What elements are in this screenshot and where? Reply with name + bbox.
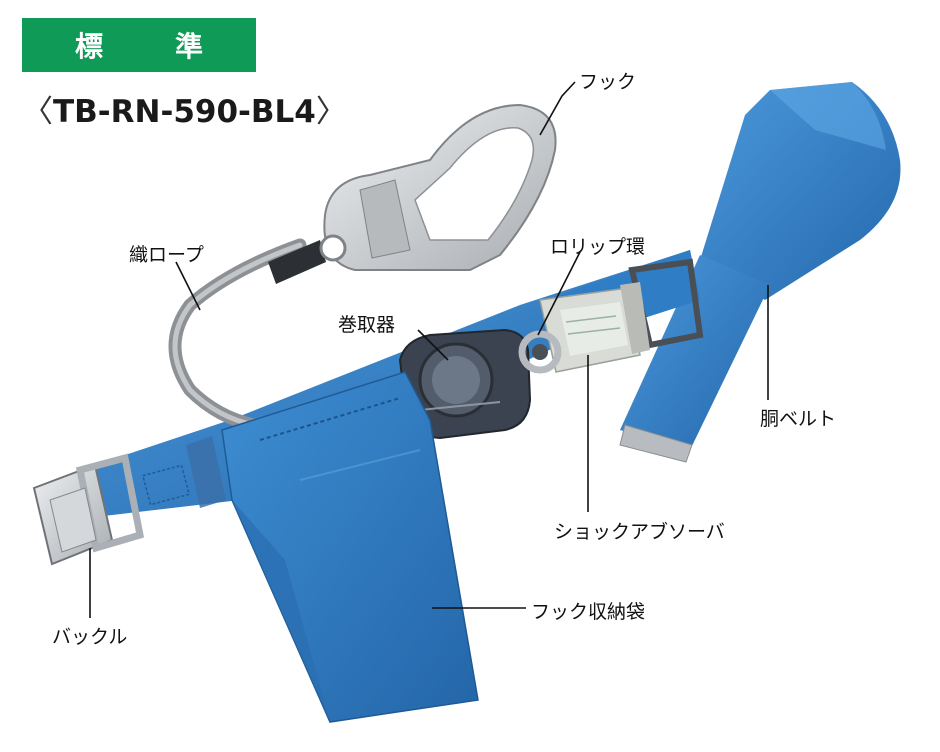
label-hook-pouch: フック収納袋 — [531, 601, 646, 623]
model-bracket-open: 〈 — [22, 94, 53, 130]
leader-reel — [417, 329, 449, 361]
label-buckle: バックル — [52, 626, 128, 648]
buckle — [32, 453, 145, 566]
model-code: TB-RN-590-BL4 — [53, 94, 316, 130]
standard-badge: 標 準 — [22, 18, 256, 72]
hook-carabiner — [319, 103, 557, 271]
label-woven-rope: 織ロープ — [129, 244, 204, 266]
leader-rip-ring — [537, 251, 581, 336]
label-shock-absorber: ショックアブソーバ — [554, 521, 725, 543]
leader-rope — [175, 261, 201, 311]
label-rip-ring: ロリップ環 — [550, 236, 646, 258]
leader-lines — [89, 81, 769, 618]
woven-rope — [168, 238, 447, 435]
leader-hook — [539, 81, 576, 136]
model-bracket-close: 〉 — [315, 94, 347, 130]
hook-pouch — [221, 371, 479, 723]
model-number: 〈TB-RN-590-BL4〉 — [22, 86, 347, 131]
label-reel: 巻取器 — [338, 314, 396, 336]
retractor-reel — [398, 328, 562, 440]
shock-absorber-body — [539, 282, 650, 373]
label-hook: フック — [579, 71, 637, 93]
label-waist-belt: 胴ベルト — [760, 408, 837, 430]
